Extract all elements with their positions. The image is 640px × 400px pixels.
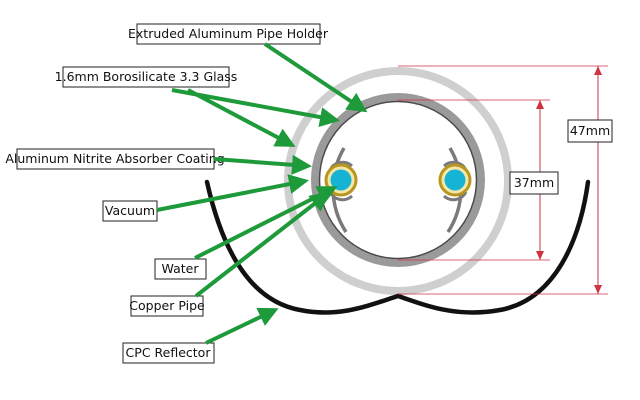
- callout-reflector: CPC Reflector: [122, 307, 279, 364]
- arrow-vacuum: [156, 174, 309, 212]
- arrow-glass-outer: [187, 88, 296, 147]
- cpc-reflector: [204, 179, 591, 315]
- callout-absorber: Aluminum Nitrite Absorber Coating: [5, 148, 312, 175]
- label-pipe-holder: Extruded Aluminum Pipe Holder: [128, 26, 329, 41]
- label-absorber: Aluminum Nitrite Absorber Coating: [5, 151, 224, 166]
- label-water: Water: [162, 261, 200, 276]
- dimension-37mm-label-box: [509, 171, 559, 195]
- callout-vacuum: Vacuum: [102, 174, 309, 222]
- dimension-37mm: 37mm: [398, 99, 559, 261]
- arrow-reflector: [205, 307, 279, 345]
- callout-copper-pipe: Copper Pipe: [129, 191, 331, 317]
- label-vacuum: Vacuum: [105, 203, 155, 218]
- label-copper-pipe: Copper Pipe: [129, 298, 205, 313]
- label-glass: 1.6mm Borosilicate 3.3 Glass: [55, 69, 238, 84]
- right-water-core: [444, 169, 466, 191]
- callout-glass: 1.6mm Borosilicate 3.3 Glass: [55, 66, 340, 147]
- arrow-copper-pipe: [194, 191, 331, 298]
- dimension-47mm-label-box: [567, 119, 613, 143]
- absorber-coating-ring: [318, 100, 478, 260]
- arrow-absorber: [213, 154, 312, 175]
- left-water-core: [330, 169, 352, 191]
- inner-glass-tube: [311, 93, 485, 267]
- callout-pipe-holder: Extruded Aluminum Pipe Holder: [128, 23, 368, 113]
- arrow-pipe-holder: [263, 42, 368, 113]
- dimension-47mm-label: 47mm: [570, 123, 610, 138]
- dimension-37mm-label: 37mm: [514, 175, 554, 190]
- callout-water: Water: [154, 186, 338, 280]
- dimension-47mm: 47mm: [398, 65, 613, 295]
- label-reflector: CPC Reflector: [126, 345, 212, 360]
